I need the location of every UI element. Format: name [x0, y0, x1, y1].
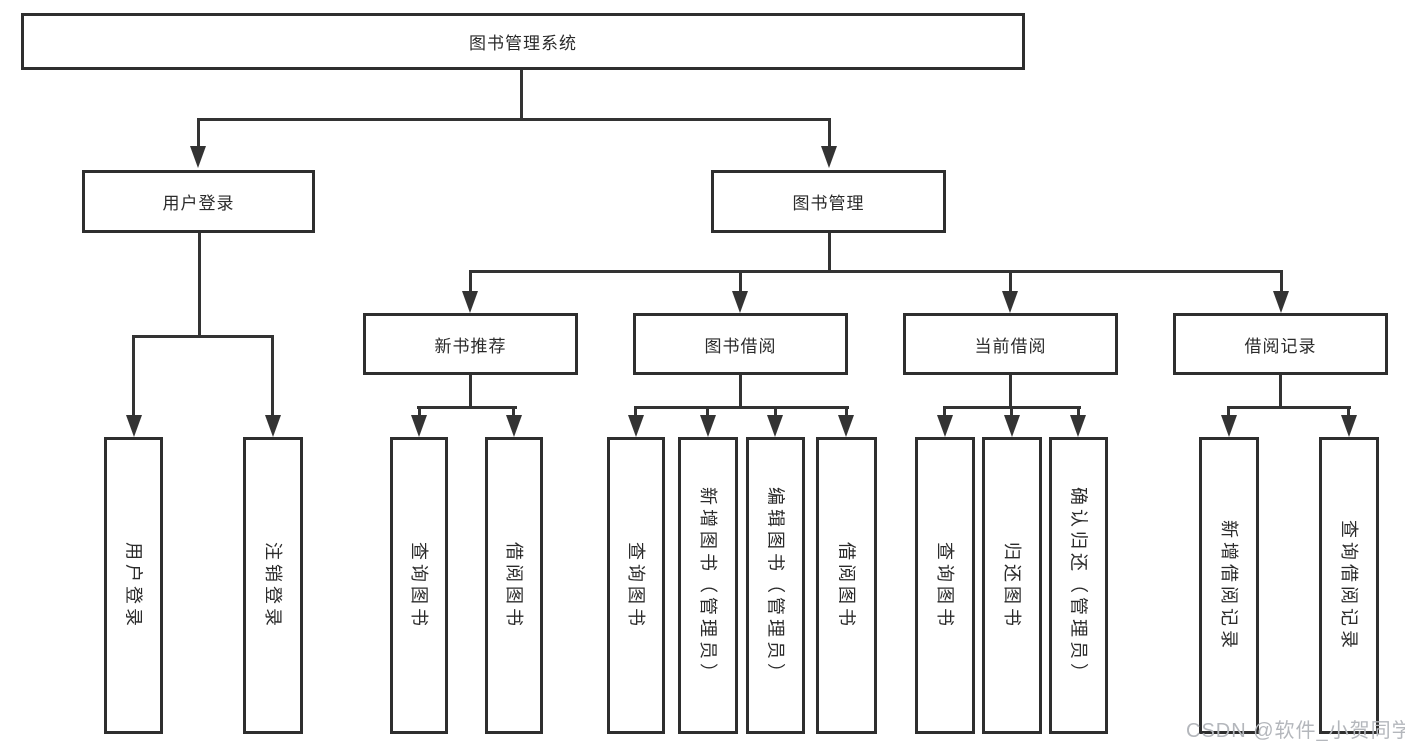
node-label: 图书管理系统 [469, 34, 577, 53]
connector-arrow-line [706, 406, 709, 418]
node-new-book-recommend: 新书推荐 [363, 313, 578, 375]
node-label: 当前借阅 [974, 336, 1047, 356]
connector-arrow-line [1077, 406, 1080, 418]
connector-groupB-rail [634, 406, 849, 409]
arrow-down-icon [506, 415, 522, 437]
leaf-add-borrow-record: 新增借阅记录 [1199, 437, 1259, 734]
arrow-down-icon [821, 146, 837, 168]
leaf-logout: 注销登录 [243, 437, 303, 734]
leaf-return-books: 归还图书 [982, 437, 1042, 734]
node-label: 借阅记录 [1244, 336, 1317, 356]
leaf-edit-books-admin: 编辑图书（管理员） [746, 437, 805, 734]
connector-arrow-line [634, 406, 637, 418]
node-book-management: 图书管理 [711, 170, 946, 233]
arrow-down-icon [1004, 415, 1020, 437]
arrow-down-icon [628, 415, 644, 437]
connector-groupD-stem [1279, 375, 1282, 408]
arrow-down-icon [411, 415, 427, 437]
leaf-query-books-current: 查询图书 [915, 437, 975, 734]
arrow-down-icon [126, 415, 142, 437]
connector-groupA-rail [417, 406, 517, 409]
arrow-down-icon [1002, 291, 1018, 313]
connector-arrow-line [943, 406, 946, 418]
node-label: 新增图书（管理员） [698, 486, 718, 685]
node-label: 查询借阅记录 [1339, 519, 1359, 652]
arrow-down-icon [1070, 415, 1086, 437]
node-label: 查询图书 [935, 541, 955, 630]
node-label: 借阅图书 [836, 541, 857, 630]
leaf-query-books-borrowing: 查询图书 [607, 437, 665, 734]
connector-groupC-stem [1009, 375, 1012, 409]
connector-user-login-rail [132, 335, 274, 338]
node-label: 新增借阅记录 [1219, 519, 1239, 652]
leaf-query-books-recommend: 查询图书 [390, 437, 448, 734]
node-label: 图书管理 [792, 194, 865, 213]
connector-groupB-stem [739, 375, 742, 409]
arrow-down-icon [767, 415, 783, 437]
arrow-down-icon [190, 146, 206, 168]
connector-user-login-stem [198, 233, 201, 337]
node-label: 确认归还（管理员） [1068, 486, 1089, 685]
connector-arrow-book-borrow-line [739, 270, 742, 293]
connector-level3-rail [469, 270, 1283, 273]
leaf-user-login: 用户登录 [104, 437, 163, 734]
connector-level2-rail [197, 118, 831, 121]
connector-arrow-line [1010, 406, 1013, 418]
connector-arrow-new-books-line [469, 270, 472, 293]
connector-arrow-line [512, 406, 515, 418]
arrow-down-icon [1273, 291, 1289, 313]
connector-arrow-line [1227, 406, 1230, 418]
node-label: 编辑图书（管理员） [765, 486, 786, 685]
connector-groupD-rail [1227, 406, 1351, 409]
node-book-borrowing: 图书借阅 [633, 313, 848, 375]
node-label: 查询图书 [409, 541, 429, 630]
arrow-down-icon [1221, 415, 1237, 437]
arrow-down-icon [937, 415, 953, 437]
connector-arrow-line [418, 406, 421, 418]
node-label: 借阅图书 [504, 541, 524, 630]
node-current-borrowing: 当前借阅 [903, 313, 1118, 375]
watermark-text: CSDN @软件_小贺同学 [1186, 720, 1405, 742]
leaf-query-borrow-record: 查询借阅记录 [1319, 437, 1379, 734]
connector-arrow-line [845, 406, 848, 418]
leaf-borrow-books-recommend: 借阅图书 [485, 437, 543, 734]
connector-arrow-book-management-line [828, 118, 831, 148]
node-label: 用户登录 [123, 541, 144, 630]
leaf-add-books-admin: 新增图书（管理员） [678, 437, 738, 734]
connector-root-stem [520, 70, 523, 120]
leaf-confirm-return-admin: 确认归还（管理员） [1049, 437, 1108, 734]
connector-arrow-user-login-line [197, 118, 200, 148]
arrow-down-icon [1341, 415, 1357, 437]
node-label: 新书推荐 [434, 336, 507, 356]
node-label: 归还图书 [1002, 541, 1022, 630]
node-borrowing-records: 借阅记录 [1173, 313, 1388, 375]
node-label: 查询图书 [626, 541, 646, 630]
arrow-down-icon [265, 415, 281, 437]
node-label: 图书借阅 [704, 336, 777, 356]
node-label: 用户登录 [162, 194, 235, 213]
connector-arrow-current-borrow-line [1009, 270, 1012, 293]
connector-arrow-borrow-records-line [1280, 270, 1283, 293]
connector-arrow-logout-leaf-line [271, 335, 274, 417]
arrow-down-icon [732, 291, 748, 313]
connector-arrow-line [774, 406, 777, 418]
connector-groupA-stem [469, 375, 472, 409]
arrow-down-icon [462, 291, 478, 313]
node-root-library-management-system: 图书管理系统 [21, 13, 1025, 70]
arrow-down-icon [838, 415, 854, 437]
connector-arrow-line [1347, 406, 1350, 418]
arrow-down-icon [700, 415, 716, 437]
connector-book-management-stem [828, 233, 831, 273]
connector-arrow-login-leaf-line [132, 335, 135, 417]
leaf-borrow-books: 借阅图书 [816, 437, 877, 734]
node-label: 注销登录 [263, 541, 283, 630]
node-user-login: 用户登录 [82, 170, 315, 233]
